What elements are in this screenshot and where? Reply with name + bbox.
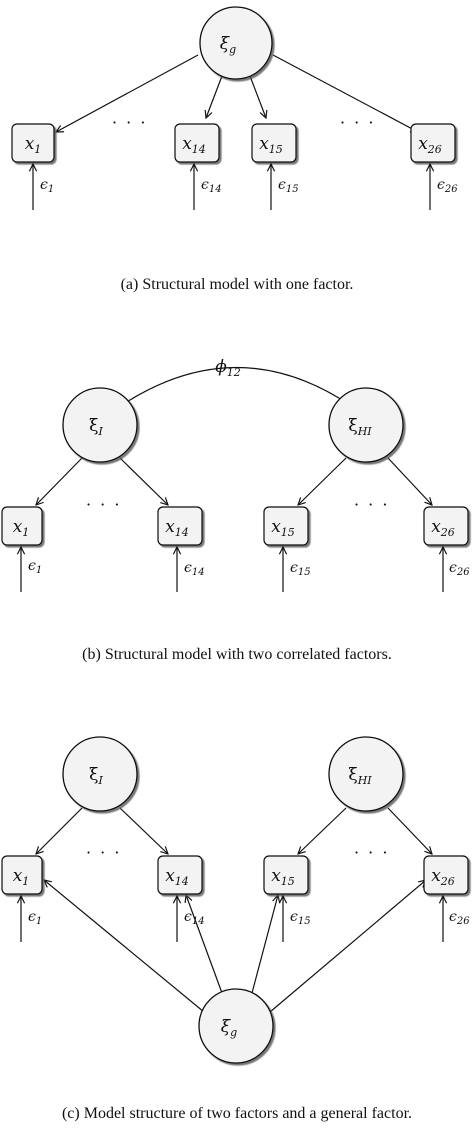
item-node: x15	[263, 855, 309, 895]
svg-text:x14: x14	[165, 517, 189, 539]
svg-text:x15: x15	[271, 866, 295, 888]
item-node: x15	[251, 123, 297, 163]
loading-arrow	[206, 75, 223, 118]
error-label: ϵ1	[40, 177, 54, 195]
error-label: ϵ14	[201, 177, 222, 195]
error-label: ϵ15	[290, 560, 311, 578]
loading-arrow	[36, 457, 83, 505]
error-label: ϵ15	[278, 177, 299, 195]
error-label: ϵ26	[449, 560, 470, 578]
caption-b: (b) Structural model with two correlated…	[82, 646, 392, 663]
general-loading-arrow	[251, 895, 278, 994]
general-factor-node	[198, 988, 274, 1064]
item-node: x26	[423, 855, 469, 895]
factor-node-i	[62, 387, 138, 463]
error-label: ϵ1	[28, 909, 42, 927]
error-label: ϵ26	[437, 177, 458, 195]
factor-node-hi	[328, 387, 404, 463]
svg-text:x1: x1	[13, 517, 30, 539]
loading-arrow	[36, 807, 83, 854]
item-node: x1	[1, 855, 43, 895]
ellipsis: · · ·	[354, 495, 389, 514]
item-node: x26	[410, 123, 456, 163]
loading-arrow	[119, 807, 168, 854]
loading-arrow	[272, 54, 418, 132]
item-node: x14	[157, 506, 203, 546]
svg-text:x26: x26	[431, 866, 455, 888]
svg-text:x1: x1	[13, 866, 30, 888]
item-node: x1	[1, 506, 43, 546]
factor-label: ξI	[89, 765, 103, 787]
svg-text:x26: x26	[418, 134, 442, 156]
factor-label: ξg	[220, 34, 236, 56]
factor-label: ξg	[221, 1017, 237, 1039]
correlation-arrow	[122, 367, 350, 406]
factor-label: ξI	[89, 416, 103, 438]
factor-label: ξHI	[348, 765, 372, 787]
svg-text:x1: x1	[25, 134, 42, 156]
ellipsis: · · ·	[86, 495, 121, 514]
general-loading-arrow	[186, 895, 223, 994]
error-label: ϵ15	[290, 909, 311, 927]
item-node: x15	[263, 506, 309, 546]
ellipsis: · · ·	[86, 843, 121, 862]
factor-node-g	[199, 6, 273, 80]
svg-text:x26: x26	[431, 517, 455, 539]
panel-b: ϕ12 ξI ξHI x1 x14 x15 x26 · · · · · ·	[1, 357, 470, 663]
item-node: x1	[11, 123, 55, 163]
error-label: ϵ14	[184, 909, 205, 927]
svg-text:x14: x14	[182, 134, 206, 156]
loading-arrow	[298, 807, 347, 854]
ellipsis: · · ·	[354, 843, 389, 862]
factor-label: ξHI	[348, 416, 372, 438]
loading-arrow	[119, 457, 168, 505]
panel-c: ξI ξHI x1 x14 x15 x26 · · · · · · ϵ1 ϵ14…	[1, 736, 470, 1122]
loading-arrow	[387, 807, 432, 854]
error-label: ϵ14	[184, 560, 205, 578]
error-label: ϵ26	[449, 909, 470, 927]
item-node: x26	[423, 506, 469, 546]
factor-node-i	[62, 736, 138, 812]
loading-arrow	[249, 75, 266, 118]
factor-node-hi	[328, 736, 404, 812]
caption-a: (a) Structural model with one factor.	[121, 276, 354, 293]
item-node: x14	[174, 123, 220, 163]
loading-arrow	[298, 457, 347, 505]
svg-text:x14: x14	[165, 866, 189, 888]
loading-arrow	[56, 54, 199, 132]
general-loading-arrow	[269, 880, 426, 1013]
error-label: ϵ1	[28, 558, 42, 576]
ellipsis: · · ·	[340, 113, 375, 132]
caption-c: (c) Model structure of two factors and a…	[62, 1105, 412, 1122]
item-node: x14	[157, 855, 203, 895]
svg-text:x15: x15	[259, 134, 283, 156]
ellipsis: · · ·	[112, 113, 147, 132]
general-loading-arrow	[44, 880, 205, 1013]
loading-arrow	[387, 457, 432, 505]
correlation-label: ϕ12	[215, 357, 241, 379]
svg-text:x15: x15	[271, 517, 295, 539]
panel-a: ξg x1 x14 x15 x26 · · · · · · ϵ1 ϵ14 ϵ15…	[11, 6, 458, 293]
